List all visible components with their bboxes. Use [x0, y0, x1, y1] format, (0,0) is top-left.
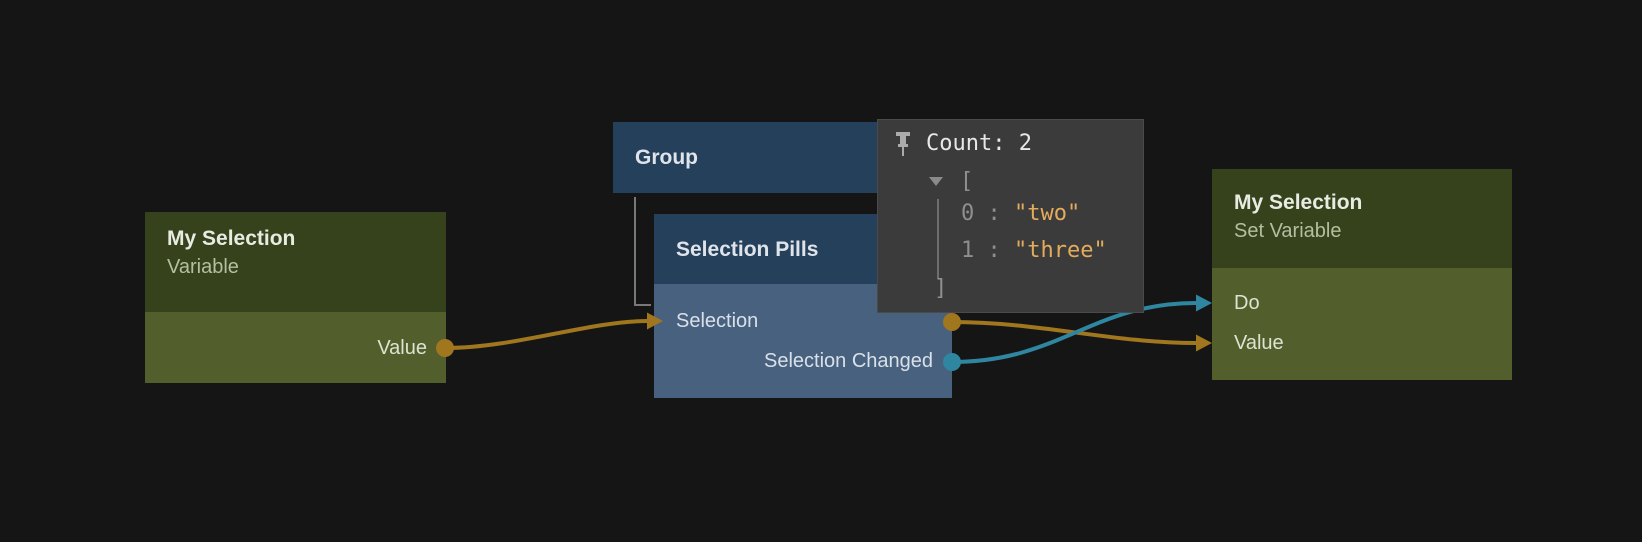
- array-open-bracket: [: [960, 169, 974, 194]
- array-entry: 1 : "three": [961, 238, 1107, 264]
- port-row-value-output[interactable]: Value: [145, 312, 446, 383]
- pinned-value-inspector[interactable]: Count: 2 [ 0 : "two" 1 : "three" ]: [877, 119, 1144, 313]
- node-variable-header: My Selection Variable: [145, 212, 446, 312]
- port-label-selection-input: Selection: [676, 310, 759, 332]
- array-entry-value: "two": [1014, 201, 1081, 226]
- node-group[interactable]: Group: [613, 122, 913, 193]
- arrowhead-value-input: [1196, 334, 1212, 352]
- port-row-selection-changed-output[interactable]: Selection Changed: [654, 341, 952, 381]
- node-set-variable[interactable]: My Selection Set Variable Do Value: [1212, 169, 1512, 380]
- array-entry-value: "three": [1014, 238, 1107, 263]
- node-variable-title: My Selection: [167, 227, 296, 250]
- port-row-do-input[interactable]: Do: [1212, 283, 1512, 323]
- array-entry-separator: :: [974, 201, 1014, 226]
- port-label-value-input: Value: [1234, 332, 1284, 354]
- array-entry-index: 0: [961, 201, 975, 226]
- node-variable-subtitle: Variable: [167, 256, 239, 278]
- collapse-caret-icon[interactable]: [929, 177, 943, 186]
- node-selection-pills-title: Selection Pills: [676, 237, 819, 261]
- port-label-do-input: Do: [1234, 292, 1260, 314]
- arrowhead-do-input: [1196, 294, 1212, 312]
- wire-value-to-selection[interactable]: [444, 319, 648, 350]
- node-group-title: Group: [635, 146, 698, 169]
- port-row-selection-input[interactable]: Selection: [654, 301, 952, 341]
- array-guide-line: [937, 199, 939, 279]
- wire-selection-to-value[interactable]: [951, 320, 1197, 345]
- node-set-variable-body: Do Value: [1212, 268, 1512, 380]
- pin-icon[interactable]: [895, 131, 911, 157]
- node-set-variable-header: My Selection Set Variable: [1212, 169, 1512, 268]
- inspector-count: Count: 2: [926, 131, 1032, 156]
- port-row-value-input[interactable]: Value: [1212, 323, 1512, 363]
- node-set-variable-subtitle: Set Variable: [1234, 220, 1342, 242]
- group-child-tree-line: [634, 197, 651, 306]
- array-close-bracket: ]: [934, 276, 948, 301]
- array-entry-index: 1: [961, 238, 975, 263]
- array-entry-separator: :: [974, 238, 1014, 263]
- node-set-variable-title: My Selection: [1234, 191, 1363, 214]
- node-variable[interactable]: My Selection Variable Value: [145, 212, 446, 383]
- port-label-selection-changed-output: Selection Changed: [763, 350, 933, 372]
- port-label-value-output: Value: [377, 336, 427, 359]
- array-entry: 0 : "two": [961, 201, 1080, 227]
- node-group-header: Group: [613, 122, 913, 193]
